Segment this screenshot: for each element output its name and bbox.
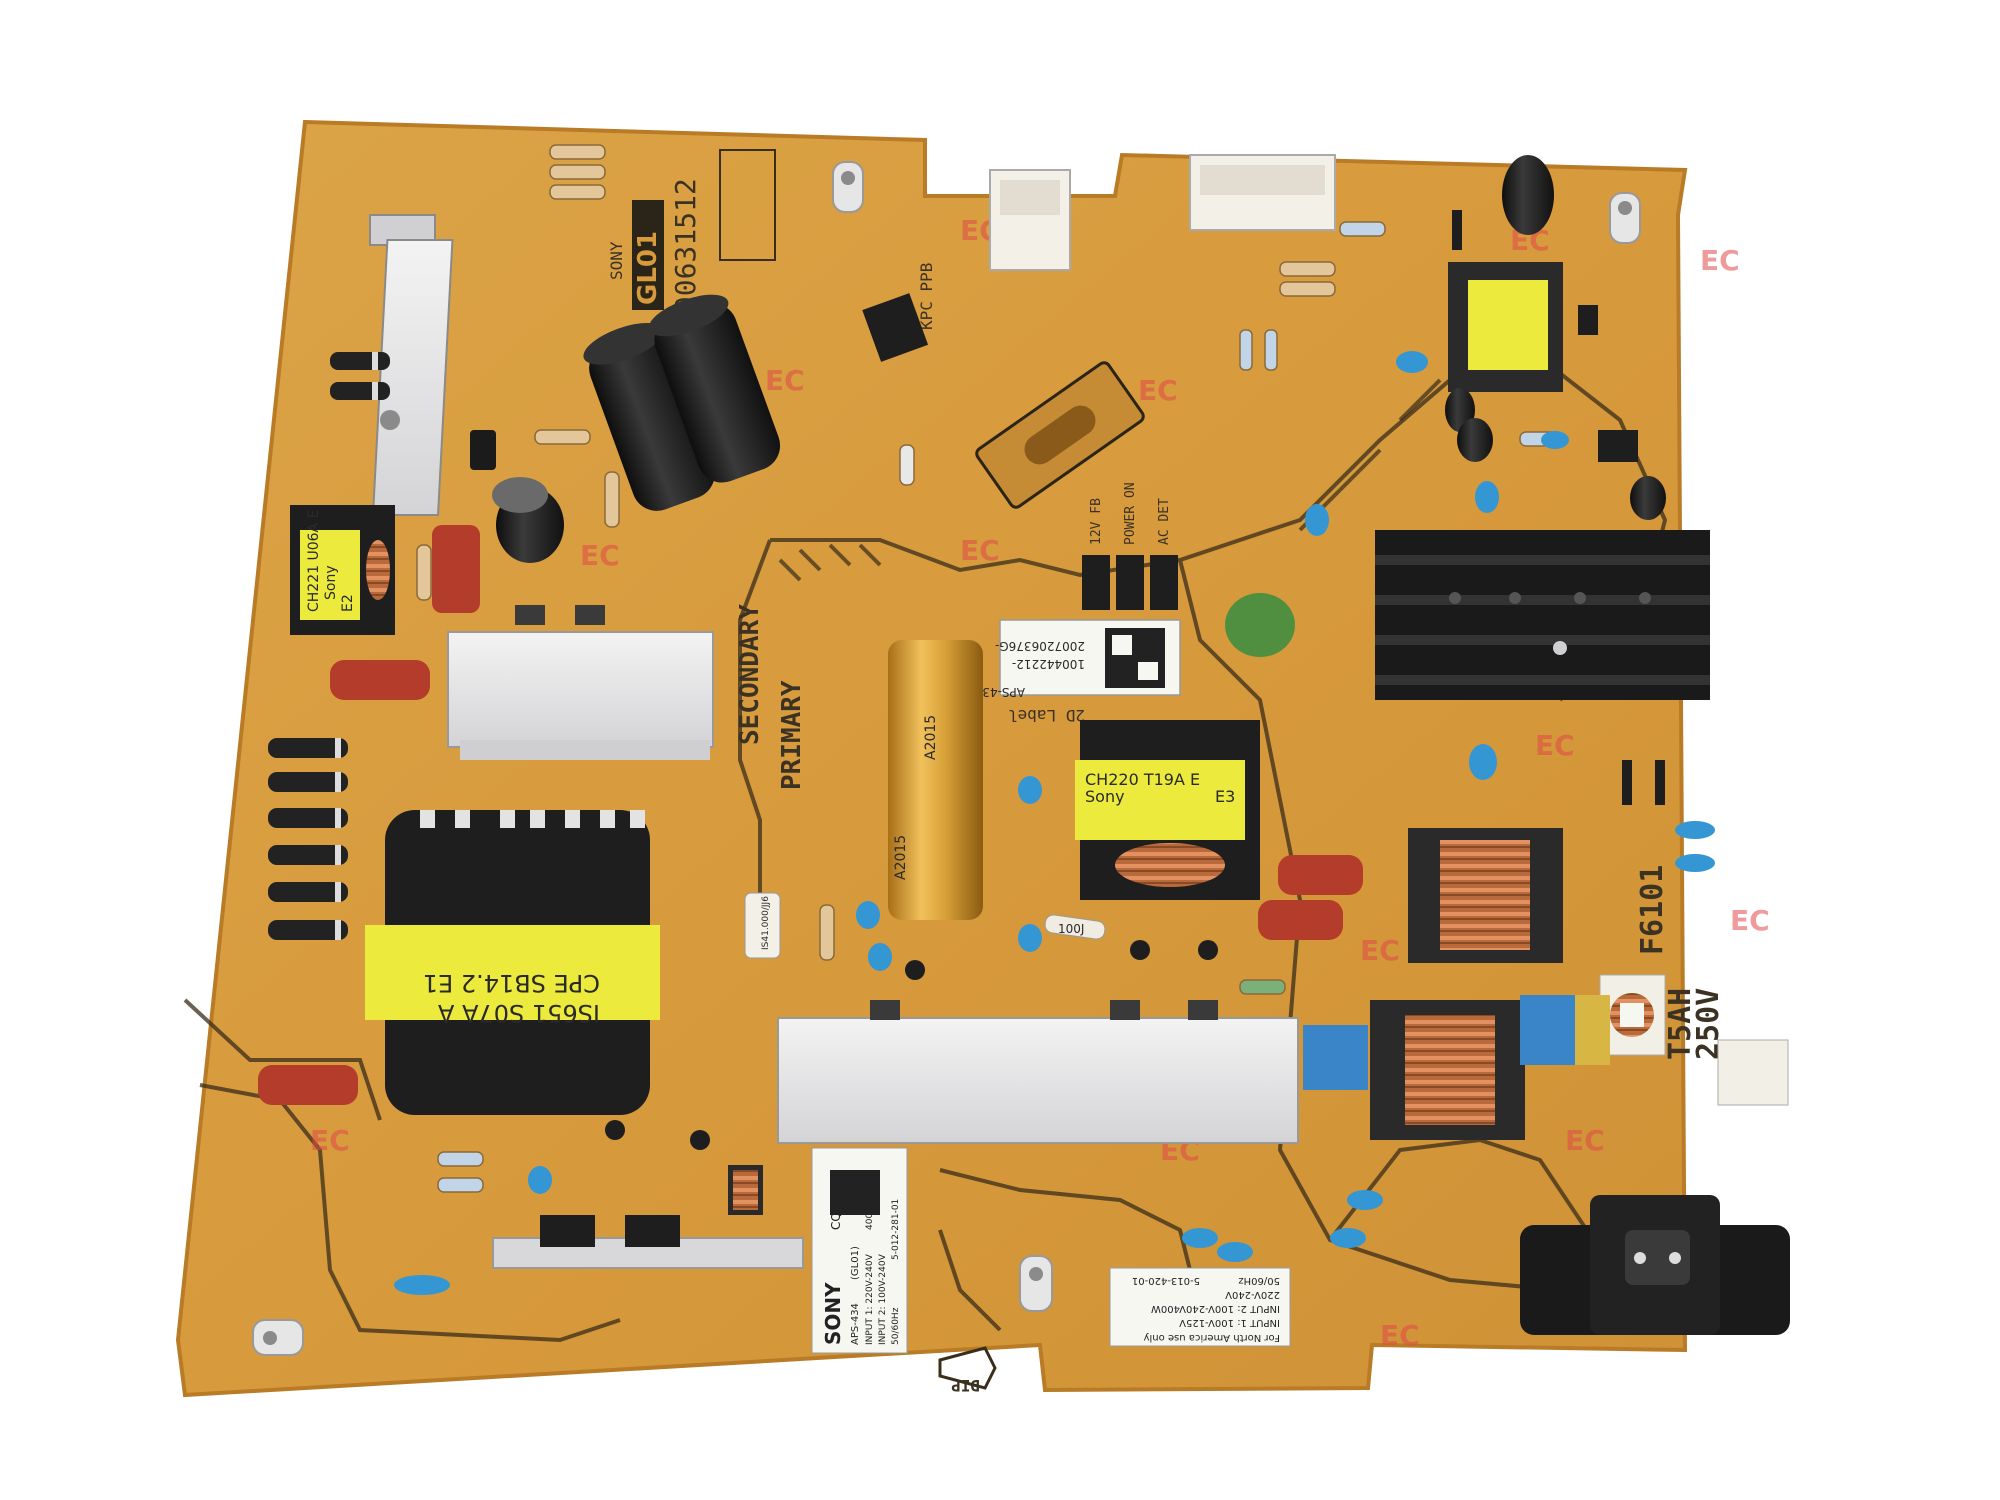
na-label-note: For North America use only [1144, 1332, 1280, 1343]
sony-label-input1: INPUT 1: 220V-240V [865, 1253, 875, 1345]
ec-mark: EC [1360, 934, 1400, 967]
fuse-ref: F6101 [1635, 865, 1670, 955]
blue-capacitors [1303, 995, 1610, 1090]
sony-label-model: APS-434 [850, 1303, 861, 1345]
ec-mark: EC [580, 539, 620, 572]
na-label-input2: INPUT 2: 100V-240V [1179, 1303, 1280, 1314]
gl-mark: GL01 [633, 231, 663, 305]
transformer-center-line2: Sony [1085, 787, 1125, 806]
indicator-ac-label: AC DET [1157, 498, 1172, 545]
dip-text: DIP [951, 1376, 980, 1395]
ec-mark: EC [1730, 904, 1770, 937]
fuse-rating: T5AH [1663, 988, 1698, 1060]
sony-label-brand: SONY [821, 1282, 845, 1345]
ec-mark: EC [1535, 729, 1575, 762]
na-label-power: 400W [1151, 1303, 1180, 1314]
right-side-diodes [1452, 210, 1665, 805]
sony-rating-label: SONY CQC APS-434 (GL01) INPUT 1: 220V-24… [811, 1147, 908, 1354]
gold-capacitor: A2015 A2015 [888, 640, 983, 920]
ec-mark: EC [1138, 374, 1178, 407]
diodes-top-left [330, 352, 496, 470]
resistors [416, 144, 1561, 1193]
na-label-range: 220V-240V [1225, 1289, 1280, 1300]
ec-mark: EC [765, 364, 805, 397]
transformer-left-small: CH221 U06A E Sony E2 [290, 505, 395, 635]
thermal-pad [975, 361, 1145, 509]
transformer-main-line2: IS651 S07A A [437, 999, 600, 1027]
emi-chokes [1370, 828, 1666, 1140]
sticker-serial: 2007206376G- [995, 639, 1085, 653]
ec-mark: EC [960, 534, 1000, 567]
fuse-area: F6101 T5AH 250V [1635, 865, 1789, 1106]
na-rating-label: For North America use only INPUT 1: 100V… [1109, 1267, 1291, 1347]
chip-text: IS41.000/JJ6 [761, 896, 771, 950]
diode-column [268, 738, 348, 940]
top-connectors [989, 154, 1336, 271]
transformer-standby [1445, 155, 1666, 520]
secondary-text: SECONDARY [735, 604, 765, 745]
transformer-left-line1: CH221 U06A E [306, 510, 322, 612]
transformer-center-line3: E3 [1215, 787, 1235, 806]
ec-mark: EC [1565, 1124, 1605, 1157]
small-inductor [728, 1165, 763, 1215]
resistor-tag: 100J [1058, 922, 1084, 936]
black-heatsink [1375, 530, 1710, 700]
ec-mark: EC [1380, 1319, 1420, 1352]
x-capacitors [258, 525, 1363, 1105]
na-label-input1: INPUT 1: 100V-125V [1179, 1317, 1280, 1328]
dip-arrow: DIP [938, 1346, 997, 1395]
ac-inlet [1520, 1195, 1790, 1335]
small-chip: IS41.000/JJ6 [744, 892, 781, 959]
kpc-text: KPC PPB [917, 263, 936, 330]
label-2d: 2D Label [1008, 706, 1085, 725]
primary-text: PRIMARY [777, 680, 807, 790]
electrolytic-caps-left [492, 477, 564, 563]
transformer-left-line2: Sony [323, 565, 339, 600]
bulk-capacitors [583, 294, 781, 511]
na-label-code: 5-013-420-01 [1132, 1275, 1200, 1286]
y-capacitors [394, 351, 1715, 1295]
gold-cap-text: A2015 [923, 715, 939, 760]
indicator-12v-label: 12V FB [1089, 498, 1104, 545]
isolation-text: SECONDARY PRIMARY [735, 604, 807, 790]
aluminum-heatsinks [447, 631, 1299, 1269]
ec-mark: EC [310, 1124, 350, 1157]
transformer-left-line3: E2 [340, 594, 356, 612]
sony-label-freq: 50/60Hz [891, 1307, 901, 1345]
sony-label-variant: (GL01) [850, 1246, 861, 1280]
transformer-center-line1: CH220 T19A E [1085, 770, 1200, 789]
small-transistors [605, 940, 1218, 1150]
sony-label-code: 5-012-281-01 [891, 1199, 901, 1260]
indicator-power-label: POWER ON [1123, 482, 1138, 545]
labeled-resistor: 100J [1044, 914, 1106, 940]
sony-top-text: SONY [607, 241, 626, 280]
transistor-top [862, 293, 929, 362]
transformer-center: CH220 T19A E Sony E3 [1075, 720, 1260, 900]
indicator-headers: 12V FB POWER ON AC DET [1082, 482, 1178, 610]
qr-sticker: APS-434 (CH) 100442212- 2007206376G- 2D … [944, 619, 1181, 725]
sony-label-power: 400W [865, 1204, 875, 1230]
mounting-holes [252, 161, 1641, 1356]
sticker-code: 100442212- [1012, 657, 1085, 671]
ec-mark: EC [1700, 244, 1740, 277]
transformer-main-line1: CPE SB14.2 E1 [423, 969, 600, 997]
gold-cap-text: A2015 [893, 835, 909, 880]
sony-label-input2: INPUT 2: 100V-240V [878, 1253, 888, 1345]
transformer-main: CPE SB14.2 E1 IS651 S07A A [365, 810, 660, 1115]
left-heatsink-bracket [369, 214, 454, 516]
na-label-freq: 50/60Hz [1238, 1275, 1280, 1286]
mosfets [515, 605, 1218, 1247]
thermistor [1225, 593, 1295, 657]
